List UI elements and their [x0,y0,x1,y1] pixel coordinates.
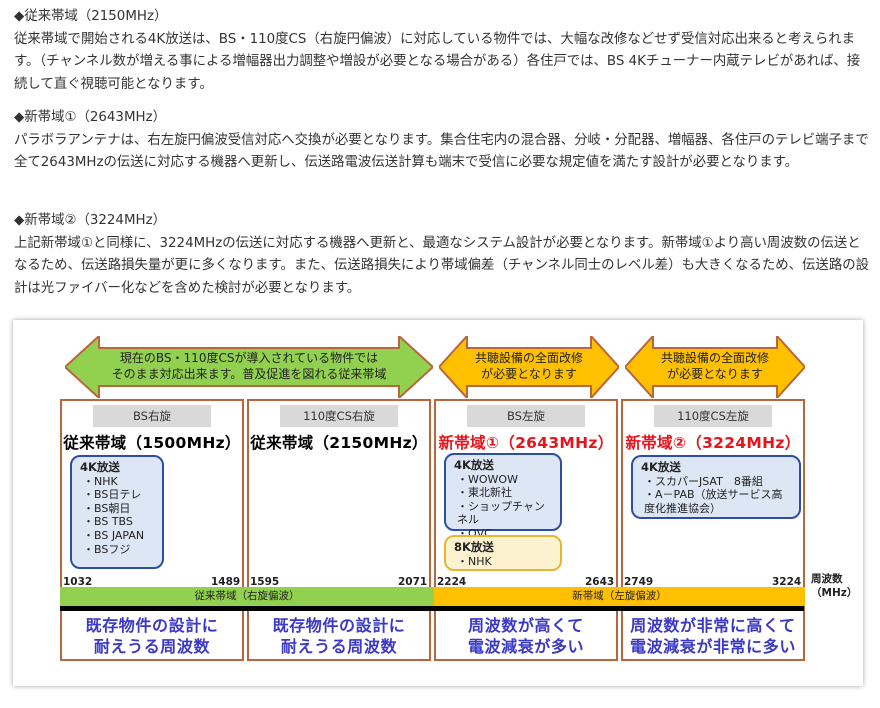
section-body: 従来帯域で開始される4K放送は、BS・110度CS（右旋円偏波）に対応している物… [14,31,861,92]
box-title: 8K放送 [454,540,494,554]
box-title: 4K放送 [641,460,681,474]
4k-broadcast-box: 4K放送 ・NHK ・BS日テレ ・BS朝日 ・BS TBS ・BS JAPAN… [70,455,164,569]
channel-item: ・BS朝日 [83,501,131,515]
channel-item: ・BS日テレ [83,488,142,502]
band-left-hand: 新帯域（左旋偏波） [434,587,805,606]
box-title: 4K放送 [80,460,120,474]
channel-item: ・NHK [457,554,492,568]
double-arrow-shape [439,336,619,398]
arrow-label: 現在のBS・110度CSが導入されている物件では そのまま対応出来ます。普及促進… [111,351,387,381]
panel-title: 従来帯域（2150MHz） [250,434,428,452]
conventional-arrow: 現在のBS・110度CSが導入されている物件では そのまま対応出来ます。普及促進… [65,336,433,398]
channel-item: ・BS JAPAN [83,528,145,542]
section-heading: ◆新帯域②（3224MHz） [14,213,166,228]
box-title: 4K放送 [454,458,494,472]
freq-end: 1489 [211,576,241,588]
freq-end: 3224 [772,576,802,588]
panel-cs-right: 110度CS右旋 従来帯域（2150MHz） [247,399,431,661]
section-body: 上記新帯域①と同様に、3224MHzの伝送に対応する機器へ更新と、最適なシステム… [14,235,869,296]
freq-start: 1032 [63,576,93,588]
freq-end: 2071 [398,576,428,588]
8k-broadcast-box: 8K放送 ・NHK [444,535,562,571]
panel-title: 新帯域②（3224MHz） [625,434,801,452]
panel-cs-left: 110度CS左旋 新帯域②（3224MHz） 4K放送 ・スカパーJSAT 8番… [621,399,805,661]
band-right-hand: 従来帯域（右旋偏波） [60,587,434,606]
channel-item: ・WOWOW [457,472,518,486]
panel-note: 既存物件の設計に 耐えうる周波数 [272,616,406,656]
arrow-label: 共聴設備の全面改修 が必要となります [474,351,583,381]
channel-item: ・NHK [83,474,118,488]
channel-item: ・BSフジ [83,542,131,556]
freq-start: 2224 [437,576,467,588]
freq-end: 2643 [585,576,615,588]
section-new-band-1: ◆新帯域①（2643MHz） パラボラアンテナは、右左旋円偏波受信対応へ交換が必… [14,107,870,175]
new-band-1-arrow: 共聴設備の全面改修 が必要となります [439,336,619,398]
panel-note: 周波数が高くて 電波減衰が多い [467,616,585,656]
frequency-unit-label: 周波数 （MHz） [811,573,858,599]
channel-item: ・スカパーJSAT 8番組 [644,474,763,488]
panel-title: 従来帯域（1500MHz） [63,434,241,452]
panel-note: 周波数が非常に高くて 電波減衰が非常に多い [629,616,796,656]
new-band-2-arrow: 共聴設備の全面改修 が必要となります [625,336,805,398]
panel-tag: BS右旋 [93,405,211,427]
channel-item: ・ショップチャンネル [457,499,545,527]
panel-title: 新帯域①（2643MHz） [438,434,614,452]
section-new-band-2: ◆新帯域②（3224MHz） 上記新帯域①と同様に、3224MHzの伝送に対応す… [14,210,870,300]
channel-item: ・東北新社 [457,486,512,500]
panel-tag: 110度CS左旋 [654,405,772,427]
panel-bs-left: BS左旋 新帯域①（2643MHz） 4K放送 ・WOWOW ・東北新社 ・ショ… [434,399,618,661]
section-heading: ◆従来帯域（2150MHz） [14,9,168,24]
arrow-label: 共聴設備の全面改修 が必要となります [660,351,769,381]
frequency-diagram: 現在のBS・110度CSが導入されている物件では そのまま対応出来ます。普及促進… [13,320,863,686]
4k-broadcast-box: 4K放送 ・WOWOW ・東北新社 ・ショップチャンネル ・QVC [444,453,562,540]
section-conventional: ◆従来帯域（2150MHz） 従来帯域で開始される4K放送は、BS・110度CS… [14,6,870,96]
section-body: パラボラアンテナは、右左旋円偏波受信対応へ交換が必要となります。集合住宅内の混合… [14,132,869,171]
freq-start: 2749 [624,576,654,588]
freq-start: 1595 [250,576,280,588]
section-heading: ◆新帯域①（2643MHz） [14,110,166,125]
panel-bs-right: BS右旋 従来帯域（1500MHz） 4K放送 ・NHK ・BS日テレ ・BS朝… [60,399,244,661]
4k-broadcast-box: 4K放送 ・スカパーJSAT 8番組 ・A－PAB（放送サービス高度化推進協会） [631,455,801,519]
double-arrow-shape [65,336,433,398]
panel-note: 既存物件の設計に 耐えうる周波数 [85,616,219,656]
panel-tag: BS左旋 [467,405,585,427]
channel-item: ・BS TBS [83,515,133,529]
channel-item: ・A－PAB（放送サービス高度化推進協会） [644,488,783,515]
panel-tag: 110度CS右旋 [280,405,398,427]
band-baseline [60,606,804,611]
double-arrow-shape [625,336,805,398]
